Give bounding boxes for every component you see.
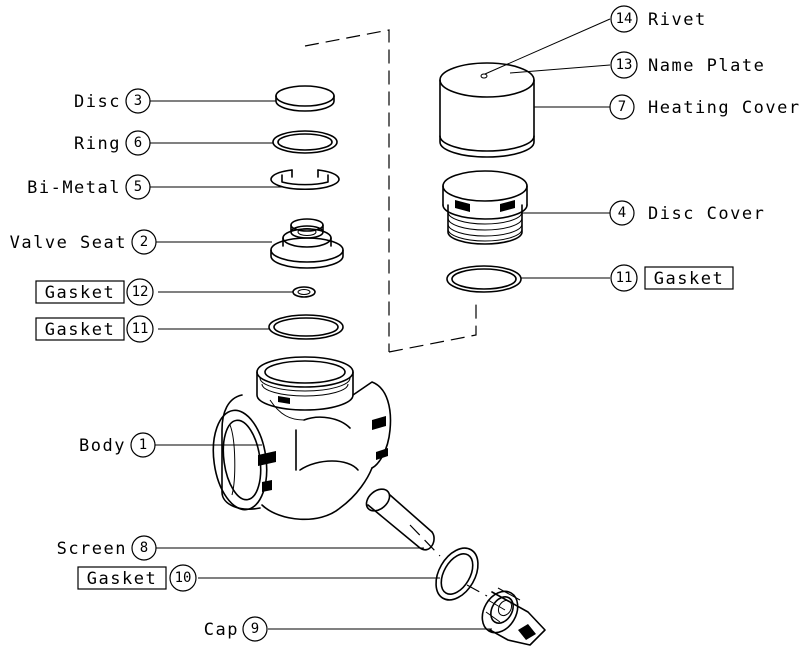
callout-number: 13 [616,57,633,73]
gasket-11-left-part [268,314,344,340]
gasket-11-right-part [446,265,522,293]
gasket-10-part [435,547,479,601]
callout-name: Gasket [45,320,115,340]
disc-part [275,85,335,112]
callout-name: Disc Cover [648,204,765,224]
callout-name: Bi-Metal [27,178,121,198]
callout-name: Cap [204,620,239,640]
body-part [212,356,392,521]
callout-name: Disc [74,92,121,112]
callout-name: Gasket [654,269,724,289]
callout-gasket-11-right: 11 Gasket [610,264,734,292]
callout-number: 12 [132,284,149,300]
callout-bimetal: Bi-Metal 5 [27,174,151,200]
callout-name: Gasket [87,569,157,589]
callout-body: Body 1 [79,432,156,458]
callout-name: Valve Seat [10,233,127,253]
callout-name: Body [79,436,126,456]
callout-disc: Disc 3 [74,88,151,114]
cap-part [481,587,546,646]
callout-name: Name Plate [648,56,765,76]
callout-number: 7 [618,99,626,115]
callout-number: 11 [132,321,149,337]
bimetal-part [270,169,340,191]
screen-part [365,488,435,551]
callout-number: 6 [134,135,142,151]
callout-number: 14 [616,11,633,27]
valve-seat-part [270,218,344,269]
callout-name: Screen [57,539,127,559]
leader-lines [150,18,611,630]
disc-cover-part [442,170,528,245]
gasket-12-part [292,286,316,298]
callout-gasket-12: Gasket 12 [35,278,154,306]
callout-number: 10 [175,570,192,586]
callout-number: 9 [251,621,259,637]
callout-heating-cover: 7 Heating Cover [609,94,800,120]
callout-valve-seat: Valve Seat 2 [10,229,157,255]
callout-number: 11 [616,270,633,286]
callout-disc-cover: 4 Disc Cover [609,200,765,226]
callout-gasket-10: Gasket 10 [77,564,197,592]
callout-number: 1 [139,437,147,453]
callout-name: Ring [74,134,121,154]
assembly-guide-lines [304,29,488,597]
callout-number: 4 [618,205,626,221]
ring-part [272,130,338,154]
callout-number: 2 [140,234,148,250]
callout-number: 8 [140,540,148,556]
callout-screen: Screen 8 [57,535,157,561]
callout-number: 5 [134,179,142,195]
callout-name: Rivet [648,10,707,30]
callout-cap: Cap 9 [204,616,268,642]
callout-number: 3 [134,93,142,109]
callout-ring: Ring 6 [74,130,151,156]
callout-gasket-11-left: Gasket 11 [35,315,154,343]
callout-rivet: 14 Rivet [610,5,707,33]
callout-name: Gasket [45,283,115,303]
callout-name-plate: 13 Name Plate [610,51,765,79]
callout-name: Heating Cover [648,98,800,118]
heating-cover-part [439,62,535,158]
